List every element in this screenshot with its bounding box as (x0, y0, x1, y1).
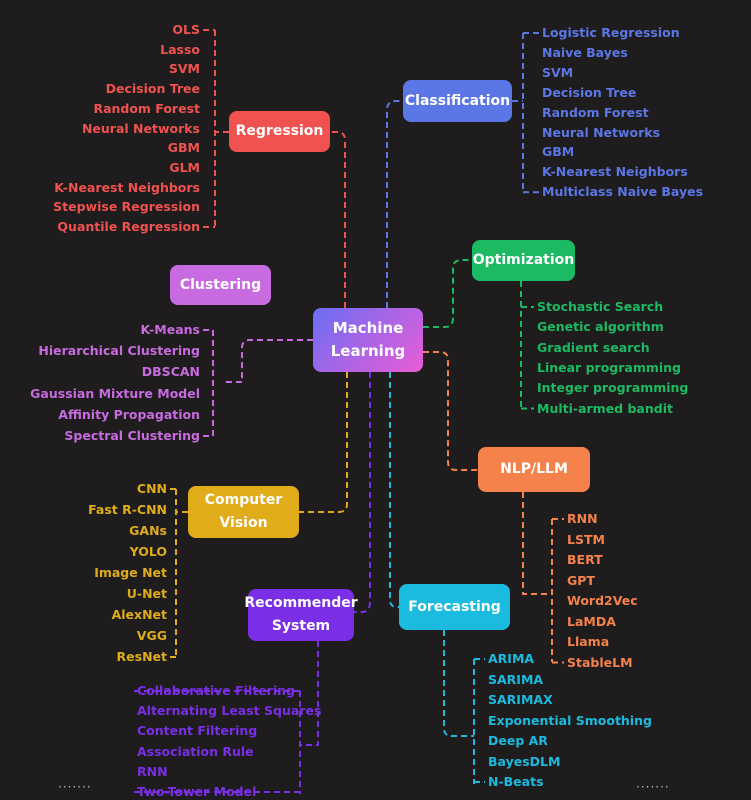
footer-dots-right: ······· (636, 780, 670, 794)
classification-item: K-Nearest Neighbors (542, 164, 688, 180)
link-classification (386, 100, 403, 308)
classification-item: SVM (542, 64, 574, 80)
regression-item: Stepwise Regression (53, 199, 200, 215)
clustering-item: Spectral Clustering (64, 428, 200, 443)
regression-item: Decision Tree (105, 81, 200, 97)
link-clustering (224, 339, 313, 383)
optimization-item: Linear programming (537, 359, 682, 375)
classification-item: Naive Bayes (542, 44, 628, 60)
nlp-label: NLP/LLM (500, 461, 568, 477)
computer-vision-item: U-Net (126, 586, 167, 601)
regression-item: GBM (167, 140, 200, 156)
computer-vision-item: ResNet (116, 649, 167, 664)
regression-item: SVM (168, 61, 200, 77)
node-recommender-system: Recommender System (244, 589, 358, 641)
regression-item: K-Nearest Neighbors (54, 179, 200, 195)
node-clustering: Clustering (170, 265, 271, 305)
link-forecasting-bracket (443, 630, 474, 737)
footer-dots-left: ······· (58, 780, 92, 794)
regression-item: Lasso (160, 41, 200, 57)
link-nlp-bracket (522, 492, 552, 595)
computer-vision-item: GANs (129, 523, 167, 538)
node-optimization: Optimization (472, 240, 575, 281)
link-recommender-bracket (300, 641, 319, 746)
regression-label: Regression (235, 123, 324, 139)
nlp-item: StableLM (567, 654, 633, 670)
forecasting-item: ARIMA (488, 651, 535, 666)
classification-item: Logistic Regression (542, 25, 680, 40)
optimization-item: Genetic algorithm (537, 319, 664, 335)
forecasting-item: Deep AR (488, 733, 548, 748)
recommender-item: RNN (137, 763, 168, 779)
clustering-item: DBSCAN (141, 364, 200, 380)
computer-vision-item: Fast R-CNN (88, 502, 167, 517)
optimization-label: Optimization (472, 252, 575, 268)
nlp-item: GPT (567, 572, 595, 588)
center-label-line2: Learning (330, 342, 406, 360)
classification-label: Classification (404, 92, 511, 109)
optimization-item: Gradient search (537, 339, 650, 355)
optimization-item: Multi-armed bandit (537, 400, 673, 416)
link-regression (330, 131, 346, 308)
recommender-label-line1: Recommender (244, 595, 358, 611)
forecasting-item: BayesDLM (488, 753, 561, 769)
recommender-item: Association Rule (137, 743, 254, 759)
nlp-item: BERT (567, 552, 603, 567)
regression-item: Random Forest (93, 100, 200, 116)
classification-item: Decision Tree (542, 84, 637, 100)
recommender-item: Collaborative Filtering (137, 683, 295, 698)
nlp-item: Llama (567, 634, 610, 649)
computer-vision-item: CNN (136, 481, 167, 496)
computer-vision-item: Image Net (94, 565, 167, 580)
recommender-item: Two-Tower Model (137, 784, 257, 799)
cv-label-line1: Computer (204, 492, 283, 508)
node-regression: Regression (229, 111, 330, 152)
link-computer-vision (299, 372, 348, 513)
forecasting-item: Exponential Smoothing (488, 712, 652, 728)
classification-item: Neural Networks (542, 124, 661, 140)
link-recommender (354, 372, 371, 613)
node-classification: Classification (403, 80, 512, 122)
nlp-item: Word2Vec (567, 593, 638, 608)
regression-item: Quantile Regression (57, 219, 200, 234)
clustering-item: K-Means (140, 322, 200, 337)
clustering-label: Clustering (179, 276, 262, 293)
classification-item: Multiclass Naive Bayes (542, 184, 704, 200)
forecasting-label: Forecasting (408, 598, 501, 615)
regression-item: GLM (169, 159, 200, 175)
recommender-item: Alternating Least Squares (137, 703, 322, 719)
node-nlp-llm: NLP/LLM (478, 447, 590, 492)
center-node-machine-learning: Machine Learning (313, 308, 423, 372)
recommender-item: Content Filtering (137, 723, 258, 739)
computer-vision-item: AlexNet (111, 607, 167, 622)
node-computer-vision: Computer Vision (188, 486, 299, 538)
nlp-item: LSTM (567, 531, 605, 547)
regression-item: OLS (172, 22, 200, 37)
link-nlp (423, 351, 478, 471)
link-optimization (423, 259, 472, 328)
computer-vision-item: VGG (136, 628, 167, 643)
classification-item: GBM (542, 144, 575, 160)
node-forecasting: Forecasting (399, 584, 510, 630)
forecasting-item: SARIMA (488, 671, 544, 687)
computer-vision-item: YOLO (129, 544, 167, 559)
center-label-line1: Machine (332, 319, 404, 337)
recommender-label-line2: System (271, 618, 331, 634)
optimization-item: Stochastic Search (537, 299, 664, 314)
clustering-item: Hierarchical Clustering (38, 343, 200, 359)
cv-label-line2: Vision (219, 515, 268, 531)
nlp-item: LaMDA (567, 613, 616, 629)
regression-item: Neural Networks (81, 120, 200, 136)
forecasting-item: SARIMAX (488, 692, 553, 707)
classification-item: Random Forest (542, 104, 649, 120)
link-forecasting (389, 372, 399, 608)
nlp-item: RNN (567, 511, 598, 526)
optimization-item: Integer programming (537, 380, 689, 396)
clustering-item: Affinity Propagation (58, 406, 200, 422)
clustering-item: Gaussian Mixture Model (30, 385, 200, 401)
forecasting-item: N-Beats (488, 774, 544, 789)
